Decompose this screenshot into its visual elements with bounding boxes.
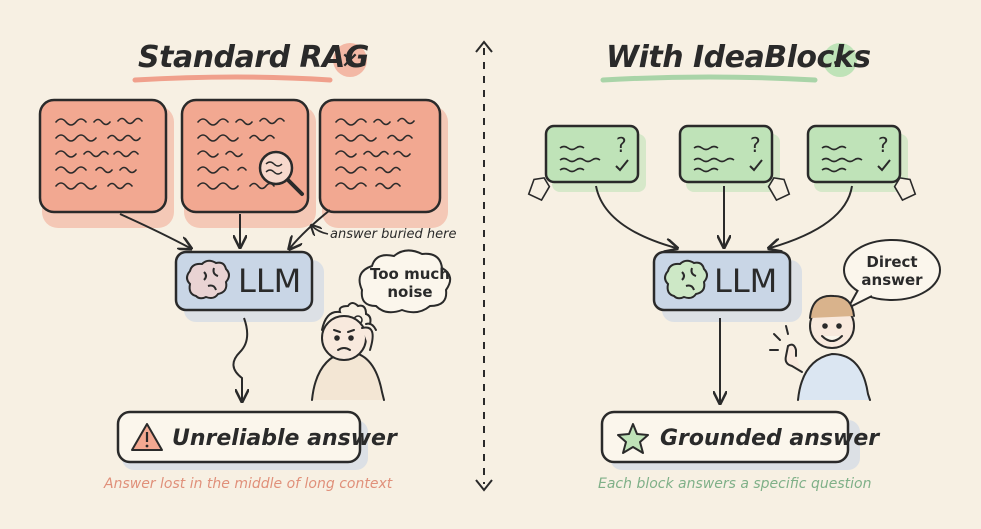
- left-arrow-doc1: [119, 213, 190, 248]
- left-section-title: Standard RAG: [138, 40, 369, 75]
- confused-person-illustration: [311, 302, 385, 401]
- right-section-title: With IdeaBlocks: [606, 40, 871, 75]
- tag-icon-2: [767, 176, 791, 202]
- right-title-check-icon: ✓: [831, 49, 849, 74]
- star-icon: [617, 423, 649, 454]
- right-block-1: ?: [527, 124, 646, 202]
- left-thought-text: Too much noise: [360, 265, 460, 301]
- right-answer-box: [600, 410, 850, 464]
- left-doc-1: [38, 98, 174, 228]
- tag-icon-3: [893, 176, 917, 202]
- left-arrow-llm-answer: [232, 317, 247, 400]
- left-brain-icon: [186, 259, 230, 300]
- left-title-x-badge: [333, 43, 367, 77]
- warning-triangle-icon: [131, 423, 163, 451]
- buried-pointer-arrow: [312, 226, 329, 234]
- left-answer-label: Unreliable answer: [172, 426, 397, 451]
- right-caption: Each block answers a specific question: [598, 476, 872, 492]
- right-title-underline: [600, 74, 818, 83]
- left-arrow-doc3: [290, 209, 331, 248]
- right-answer-label: Grounded answer: [660, 426, 880, 451]
- svg-text:?: ?: [878, 133, 889, 157]
- divider-arrow-bottom: [475, 479, 493, 492]
- left-answer-box: [116, 410, 362, 464]
- right-llm-label: LLM: [714, 262, 778, 300]
- right-arrow-block3: [770, 185, 853, 248]
- left-thought-line-1: Too much: [370, 265, 450, 283]
- left-thought-line-2: noise: [387, 283, 433, 301]
- right-brain-icon: [664, 259, 708, 300]
- buried-annotation: answer buried here: [330, 227, 457, 242]
- right-title-check-badge: [823, 43, 857, 77]
- tag-icon-1: [527, 176, 551, 202]
- right-speech-bubble: [843, 239, 941, 309]
- left-caption: Answer lost in the middle of long contex…: [104, 476, 393, 492]
- left-llm-label: LLM: [238, 262, 302, 300]
- svg-text:?: ?: [616, 133, 627, 157]
- divider-arrow-top: [475, 40, 493, 53]
- svg-text:?: ?: [750, 133, 761, 157]
- happy-person-illustration: [769, 294, 871, 401]
- left-title-x-icon: ✕: [341, 49, 359, 74]
- right-arrow-block1: [595, 185, 676, 248]
- left-title-underline: [132, 74, 333, 83]
- left-doc-2: [180, 98, 316, 228]
- right-block-3: ?: [806, 124, 917, 202]
- right-speech-line-1: Direct: [866, 253, 918, 271]
- left-doc-3: [318, 98, 448, 228]
- right-block-2: ?: [678, 124, 791, 202]
- right-speech-text: Direct answer: [842, 253, 942, 289]
- right-speech-line-2: answer: [861, 271, 923, 289]
- magnifier-icon: [258, 150, 294, 186]
